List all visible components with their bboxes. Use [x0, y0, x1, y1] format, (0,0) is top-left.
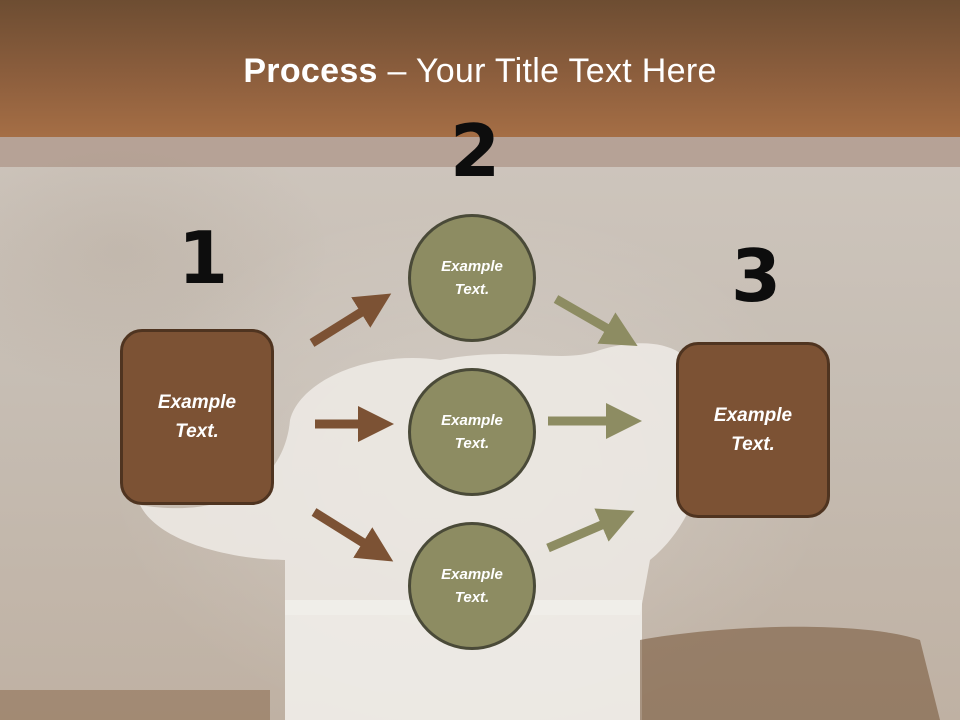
- circle-top: Example Text.: [408, 214, 536, 342]
- arrow-left-to-top: [309, 293, 392, 347]
- step-number-3: 3: [731, 234, 782, 318]
- circle-top-line2: Text.: [454, 281, 490, 298]
- left-box-line2: Text.: [175, 421, 219, 442]
- left-box-line1: Example: [157, 392, 237, 413]
- left-step-box: Example Text.: [120, 329, 274, 505]
- right-step-box: Example Text.: [676, 342, 830, 518]
- title-rest: – Your Title Text Here: [377, 52, 717, 90]
- arrow-left-to-bottom: [311, 508, 394, 562]
- step-number-1: 1: [178, 216, 229, 300]
- circle-middle: Example Text.: [408, 368, 536, 496]
- circle-bottom-line2: Text.: [454, 589, 490, 606]
- arrow-top-to-right: [553, 295, 638, 346]
- circle-bottom: Example Text.: [408, 522, 536, 650]
- circle-bottom-line1: Example: [441, 566, 503, 583]
- circle-middle-line1: Example: [441, 412, 503, 429]
- title-bar: [0, 0, 960, 137]
- arrow-bottom-to-right: [546, 508, 635, 553]
- slide-title: Process – Your Title Text Here: [0, 52, 960, 91]
- step-number-2: 2: [450, 109, 501, 193]
- circle-middle-line2: Text.: [454, 435, 490, 452]
- circle-top-line1: Example: [441, 258, 503, 275]
- title-bold: Process: [243, 52, 378, 90]
- right-box-line2: Text.: [731, 434, 775, 455]
- right-box-line1: Example: [713, 405, 793, 426]
- title-underband: [0, 137, 960, 167]
